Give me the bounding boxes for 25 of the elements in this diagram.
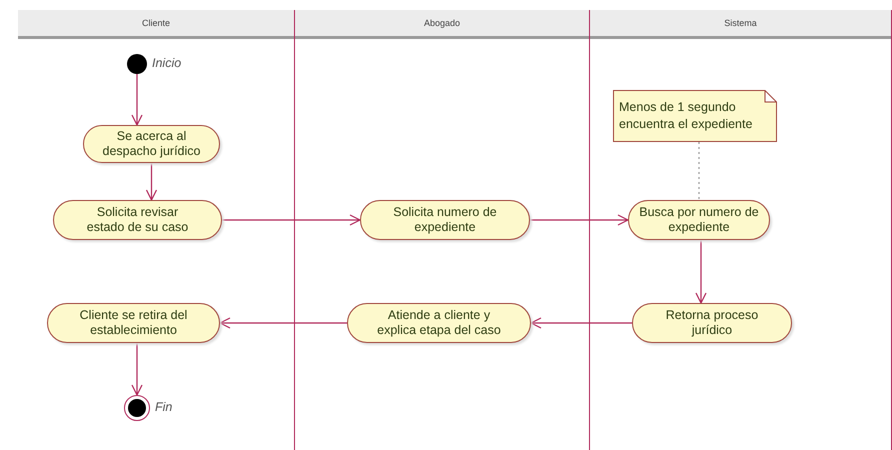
arrow (530, 214, 629, 226)
note-connector (698, 142, 700, 200)
node-label: Fin (155, 400, 172, 414)
arrow (222, 214, 361, 226)
arrow (131, 343, 143, 396)
arrow (695, 240, 707, 304)
swimlane-title: Sistema (724, 18, 757, 28)
swimlane-title: Abogado (424, 18, 460, 28)
swimlane-title: Cliente (142, 18, 170, 28)
node-label: Inicio (152, 56, 182, 70)
note-text: Menos de 1 segundo encuentra el expediente (619, 99, 754, 133)
action-node: Busca por numero de expediente (628, 200, 770, 240)
action-node: Solicita numero de expediente (360, 200, 530, 240)
action-node: Retorna proceso jurídico (632, 303, 792, 343)
action-node: Atiende a cliente y explica etapa del caso (347, 303, 531, 343)
arrow (530, 317, 632, 329)
arrow (219, 317, 347, 329)
action-node: Se acerca al despacho jurídico (83, 125, 220, 163)
action-node: Cliente se retira del establecimiento (47, 303, 220, 343)
note (613, 90, 777, 142)
action-node: Solicita revisar estado de su caso (53, 200, 222, 240)
arrow (131, 74, 143, 126)
initial-node (127, 54, 147, 74)
arrow (146, 163, 158, 201)
final-node (124, 395, 150, 421)
